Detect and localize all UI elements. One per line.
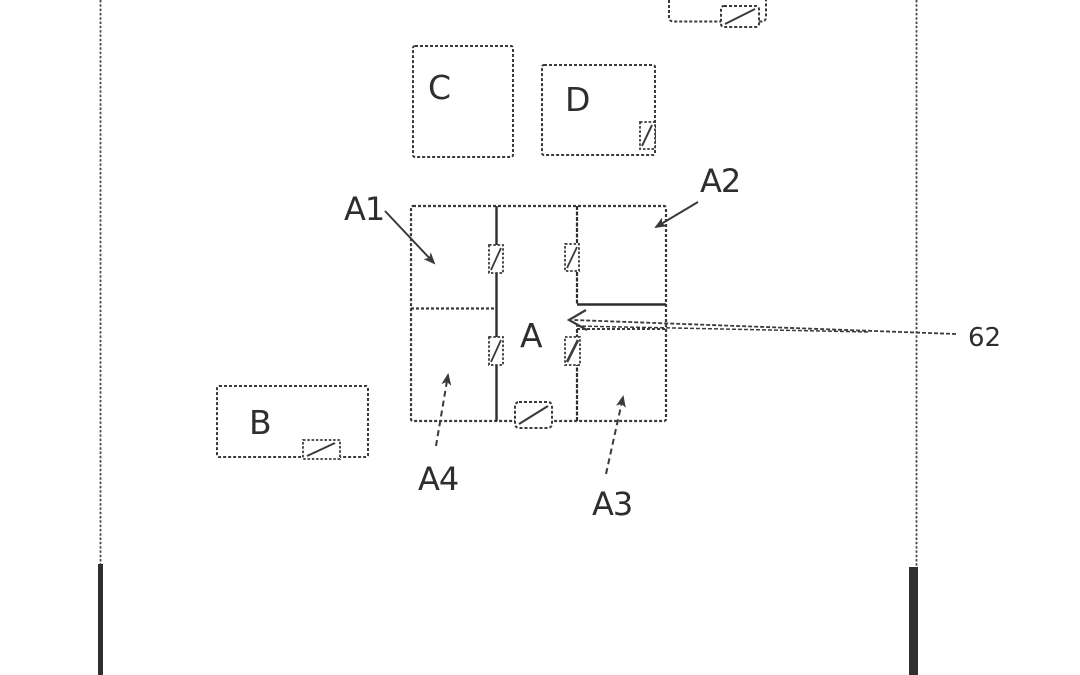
building-b-outline	[216, 385, 369, 458]
door-hatch-icon	[720, 5, 760, 28]
building-b-label: B	[249, 403, 271, 442]
reference-62-callout: 62	[566, 309, 1001, 353]
left-boundary-thick-bar	[98, 564, 103, 675]
zone-a3-label: A3	[592, 485, 632, 523]
reference-62-leader-lower	[575, 325, 869, 333]
reference-62-label: 62	[968, 323, 1001, 353]
zone-a2-label: A2	[700, 162, 740, 200]
unit-a-label: A	[520, 316, 543, 355]
door-hatch-icon	[564, 336, 581, 366]
main-unit-a: A	[409, 204, 668, 429]
right-boundary-thick-bar	[909, 567, 918, 675]
unit-a-outer-wall	[409, 204, 668, 423]
door-hatch-icon	[302, 439, 341, 460]
building-d: D	[541, 64, 656, 156]
page-boundary	[98, 0, 918, 675]
zone-a2-arrow	[654, 201, 699, 229]
zone-a1-label: A1	[344, 190, 384, 228]
building-b: B	[216, 385, 369, 460]
zone-a4-arrow	[435, 373, 452, 447]
reference-62-arrowhead	[566, 309, 588, 331]
zone-a3-arrow	[605, 395, 626, 475]
zone-a1-arrow	[384, 210, 436, 265]
building-c-label: C	[428, 68, 450, 107]
door-hatch-icon	[488, 244, 504, 274]
door-hatch-icon	[514, 401, 553, 429]
reference-62-leader-upper	[573, 319, 957, 335]
door-hatch-icon	[639, 121, 656, 150]
door-hatch-icon	[564, 243, 580, 272]
building-top-outline	[668, 0, 767, 23]
building-d-label: D	[565, 80, 589, 119]
building-top-partial	[668, 0, 767, 28]
building-c: C	[412, 45, 514, 158]
building-c-outline	[412, 45, 514, 158]
building-d-outline	[541, 64, 656, 156]
zone-callouts: A1 A2 A3 A4	[344, 162, 741, 523]
door-hatch-icon	[488, 336, 504, 366]
zone-a4-label: A4	[418, 460, 458, 498]
